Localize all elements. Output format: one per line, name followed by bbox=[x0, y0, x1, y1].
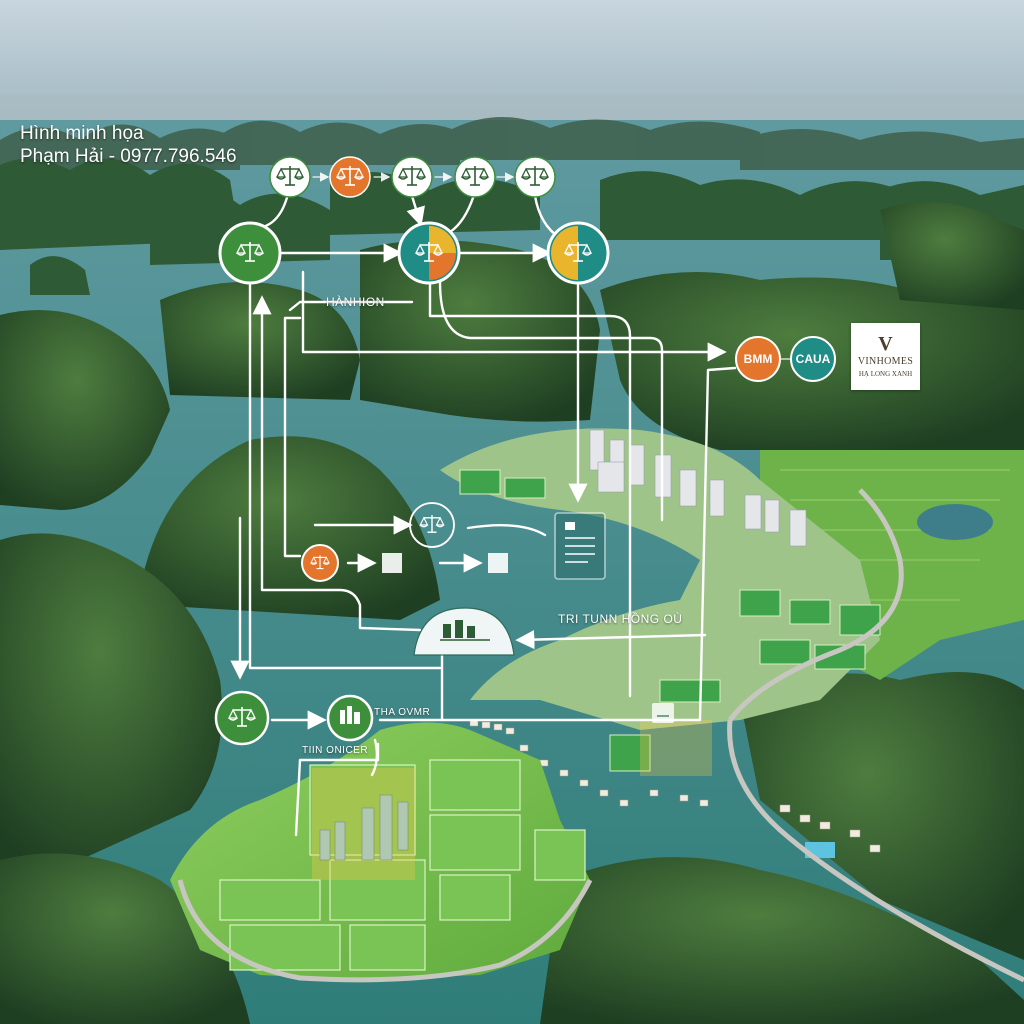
justice-node-top-4 bbox=[454, 156, 496, 198]
sports-fields bbox=[459, 469, 881, 772]
label-tiin-onicer: TIIN ONICER bbox=[302, 745, 369, 756]
bmm-badge-label: BMM bbox=[743, 352, 773, 366]
hub-dome-icon bbox=[413, 607, 515, 656]
pond bbox=[917, 504, 993, 540]
houses bbox=[469, 719, 881, 853]
label-tha-ovmr: THA OVMR bbox=[374, 707, 431, 718]
watermark-line-2: Phạm Hải - 0977.796.546 bbox=[20, 146, 237, 167]
justice-node-outline bbox=[409, 502, 455, 548]
flow-lines-thin bbox=[312, 172, 791, 360]
vinhomes-logo: V VINHOMES HẠ LONG XANH bbox=[851, 323, 920, 390]
zone-highlight bbox=[312, 768, 415, 880]
site-marker-icon bbox=[652, 703, 674, 723]
justice-node-orange-small bbox=[301, 544, 339, 582]
building-node bbox=[326, 694, 374, 742]
step-square-1 bbox=[382, 553, 402, 573]
label-hanh-hon: HÀNHION bbox=[326, 295, 385, 309]
justice-node-main-green bbox=[218, 221, 282, 285]
karst-hills bbox=[0, 202, 1024, 1024]
tower-cluster bbox=[319, 794, 409, 861]
caua-badge bbox=[790, 336, 836, 382]
step-square-2 bbox=[488, 553, 508, 573]
justice-node-top-2 bbox=[329, 156, 371, 198]
road bbox=[177, 488, 1024, 983]
document-icon bbox=[554, 512, 606, 580]
label-tri-tunn: TRI TUNN HỒNG OÙ bbox=[558, 612, 683, 626]
justice-node-top-1 bbox=[269, 156, 311, 198]
justice-node-top-5 bbox=[514, 156, 556, 198]
watermark-line-1: Hình minh họa bbox=[20, 123, 144, 144]
brand-mark: V bbox=[878, 333, 893, 355]
distant-islands bbox=[0, 116, 1024, 170]
brand-name: VINHOMES bbox=[857, 356, 914, 367]
brand-tagline: HẠ LONG XANH bbox=[858, 370, 913, 378]
justice-node-lower bbox=[214, 690, 270, 746]
justice-node-top-3 bbox=[391, 156, 433, 198]
justice-node-main-multicolor bbox=[397, 221, 461, 285]
site-highlight bbox=[640, 720, 712, 776]
justice-node-main-yellow bbox=[546, 221, 610, 285]
bmm-badge bbox=[735, 336, 781, 382]
caua-badge-label: CAUA bbox=[795, 352, 831, 366]
